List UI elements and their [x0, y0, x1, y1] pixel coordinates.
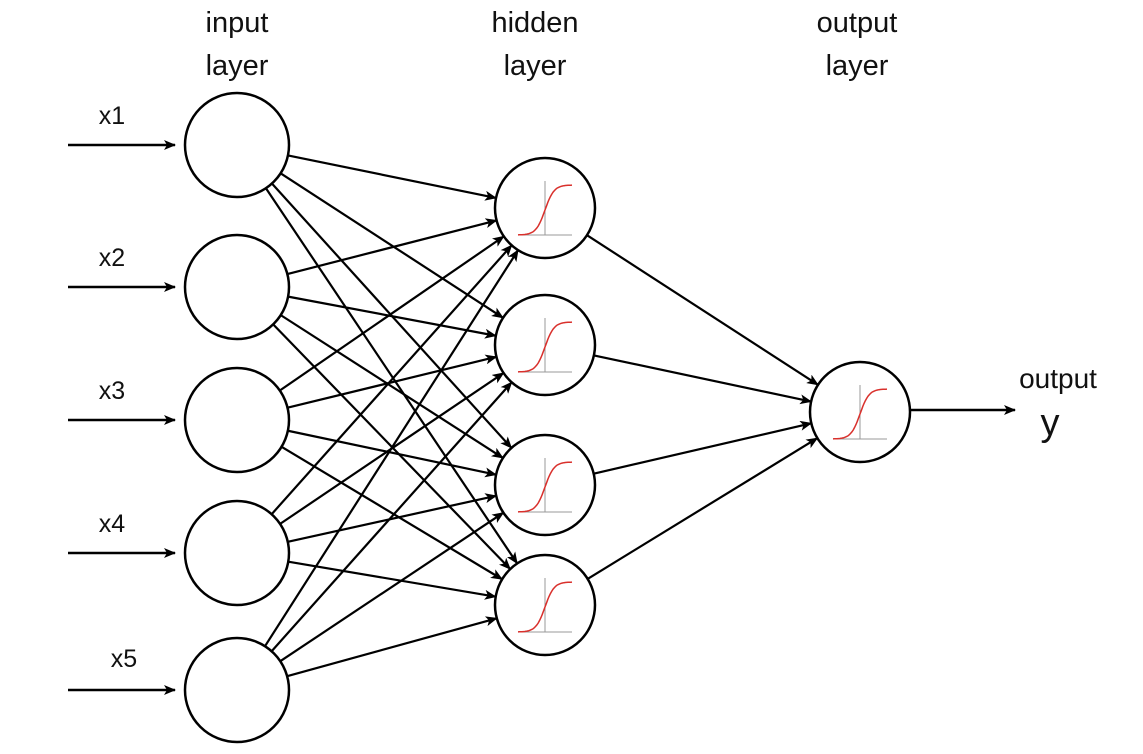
- input-label-x5: x5: [110, 645, 138, 673]
- input-node-5: [183, 636, 291, 744]
- sigmoid-icon: [517, 181, 573, 236]
- edge-input3-hidden1: [279, 235, 505, 392]
- sigmoid-curve: [517, 461, 573, 513]
- edge-hidden4-output: [587, 437, 819, 580]
- input-layer-title-line2: layer: [205, 50, 269, 82]
- hidden-layer-title: hidden layer: [491, 2, 578, 88]
- input-layer-title-line1: input: [205, 7, 269, 39]
- input-label-x3: x3: [98, 377, 126, 405]
- edge-hidden1-output: [586, 234, 819, 386]
- sigmoid-curve: [832, 388, 888, 440]
- edge-hidden2-output: [593, 354, 813, 405]
- input-node-4: [183, 499, 291, 607]
- edge-input1-hidden1: [287, 154, 497, 201]
- edge-input4-hidden3: [287, 493, 498, 543]
- input-node-3: [183, 366, 291, 474]
- edge-input5-hidden3: [279, 511, 505, 663]
- input-node-1: [183, 91, 291, 199]
- output-symbol: y: [1040, 402, 1060, 444]
- input-node-2: [183, 233, 291, 341]
- edge-hidden3-output: [593, 420, 813, 475]
- input-label-x2: x2: [98, 244, 126, 272]
- sigmoid-curve: [517, 581, 573, 633]
- edge-input3-hidden2: [287, 354, 498, 409]
- output-label: output: [1019, 363, 1097, 394]
- edge-input4-hidden4: [288, 560, 497, 600]
- edge-input2-hidden2: [287, 295, 497, 339]
- sigmoid-curve: [517, 184, 573, 236]
- input-layer-title: input layer: [206, 2, 269, 88]
- hidden-layer-title-line1: hidden: [491, 7, 579, 39]
- output-layer-title-line2: layer: [825, 50, 889, 82]
- sigmoid-icon: [517, 318, 573, 373]
- sigmoid-icon: [517, 578, 573, 633]
- input-label-x1: x1: [98, 102, 126, 130]
- edge-input3-hidden3: [287, 429, 498, 478]
- output-layer-title-line1: output: [816, 7, 898, 39]
- sigmoid-curve: [517, 321, 573, 373]
- sigmoid-icon: [832, 385, 888, 440]
- edge-input2-hidden1: [287, 218, 498, 276]
- output-layer-title: output layer: [817, 2, 898, 88]
- edge-input5-hidden1: [264, 249, 520, 647]
- edge-input3-hidden4: [281, 445, 503, 581]
- edge-input1-hidden2: [280, 172, 504, 319]
- edge-input5-hidden4: [286, 616, 498, 678]
- sigmoid-icon: [517, 458, 573, 513]
- edge-input5-hidden2: [270, 381, 513, 652]
- input-label-x4: x4: [98, 510, 126, 538]
- hidden-layer-title-line2: layer: [503, 50, 567, 82]
- edge-input4-hidden1: [270, 244, 513, 515]
